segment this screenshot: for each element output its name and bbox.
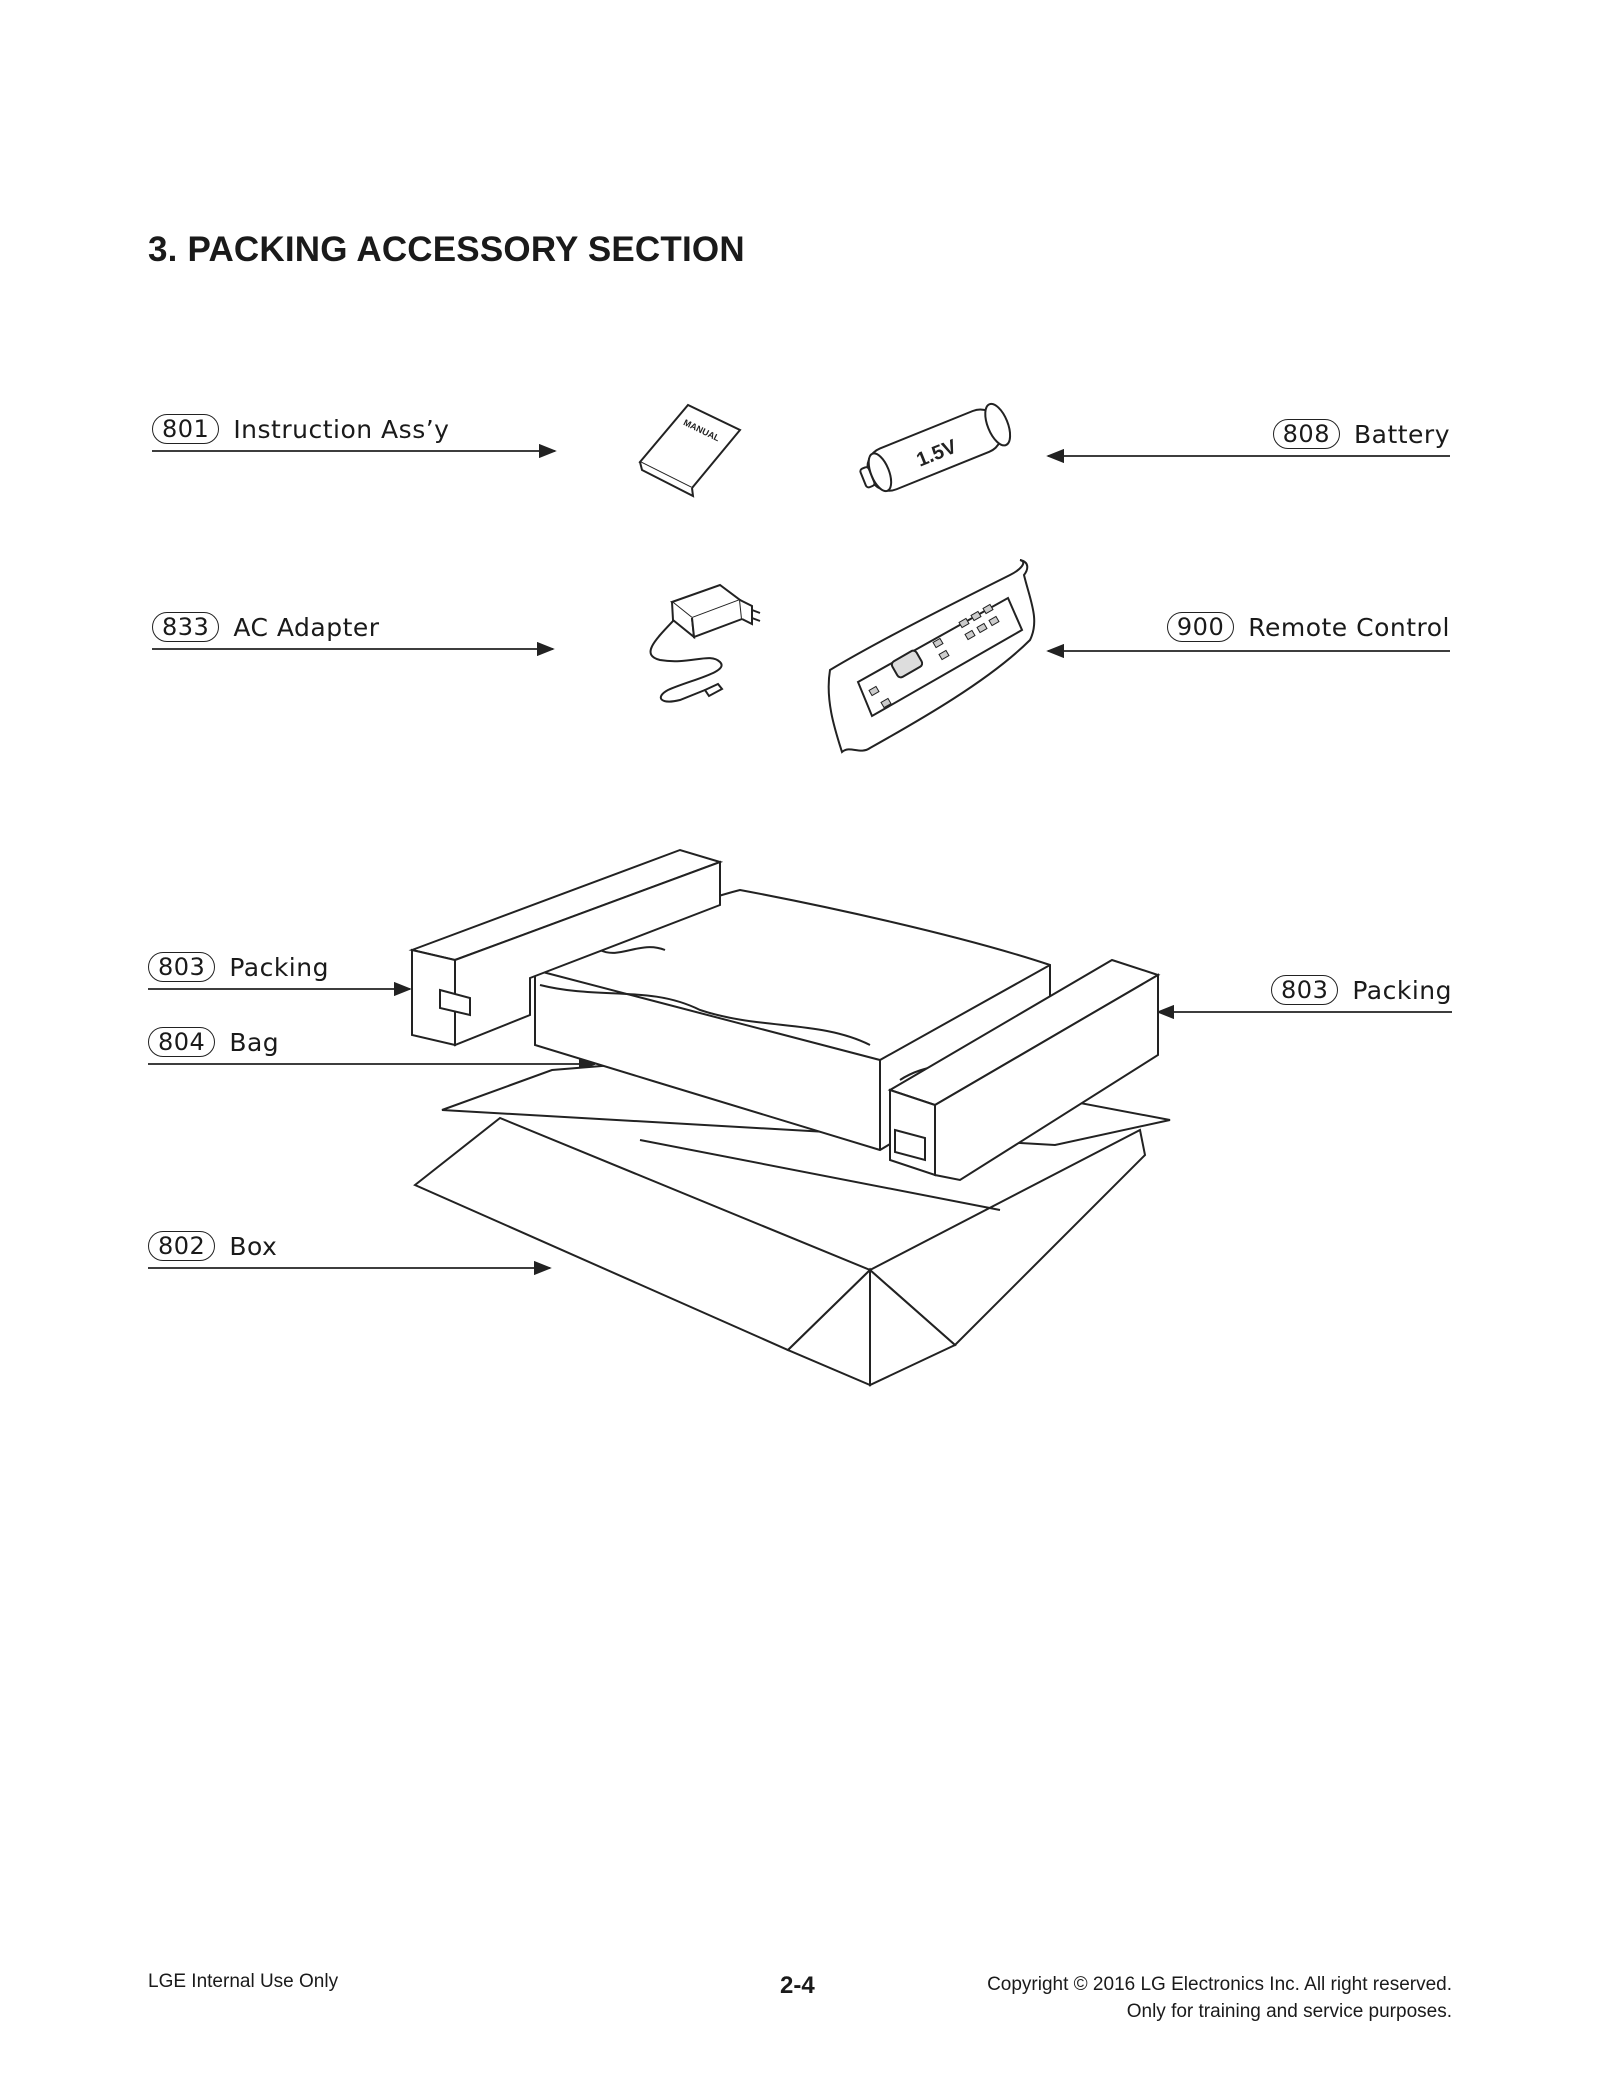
manual-illustration: MANUAL	[638, 403, 742, 498]
callout-number-900: 900	[1166, 612, 1235, 642]
callout-803-right: 803 Packing	[1271, 975, 1452, 1005]
footer-copyright: Copyright © 2016 LG Electronics Inc. All…	[987, 1974, 1452, 1995]
callout-804: 804 Bag	[148, 1027, 279, 1057]
callout-803-left: 803 Packing	[148, 952, 329, 982]
ac-adapter-illustration	[649, 583, 761, 703]
footer-internal-use: LGE Internal Use Only	[148, 1971, 339, 1992]
battery-illustration: 1.5V	[859, 402, 1012, 493]
callout-label-instruction: Instruction Ass’y	[233, 414, 450, 444]
callout-833: 833 AC Adapter	[152, 612, 380, 642]
callout-number-833: 833	[152, 612, 220, 642]
callout-label-packing-right: Packing	[1352, 975, 1452, 1005]
callout-label-box: Box	[229, 1231, 278, 1261]
callout-808: 808 Battery	[1272, 419, 1450, 449]
callout-label-ac-adapter: AC Adapter	[233, 612, 380, 642]
callout-label-bag: Bag	[229, 1027, 280, 1057]
callout-number-803-right: 803	[1271, 975, 1339, 1005]
left-packing-illustration	[408, 848, 724, 1047]
callout-number-801: 801	[152, 414, 220, 444]
callout-900: 900 Remote Control	[1166, 612, 1450, 642]
callout-802: 802 Box	[148, 1231, 277, 1261]
callout-label-packing-left: Packing	[229, 952, 329, 982]
callout-801: 801 Instruction Ass’y	[152, 414, 449, 444]
callout-number-804: 804	[148, 1027, 216, 1057]
footer-copyright-block: Copyright © 2016 LG Electronics Inc. All…	[987, 1971, 1452, 2025]
right-packing-illustration	[887, 958, 1161, 1182]
callout-label-battery: Battery	[1353, 419, 1450, 449]
section-title: 3. PACKING ACCESSORY SECTION	[148, 230, 745, 269]
callout-number-808: 808	[1272, 419, 1340, 449]
page-number: 2-4	[780, 1972, 815, 1999]
footer-purpose: Only for training and service purposes.	[1126, 2001, 1452, 2022]
callout-label-remote-control: Remote Control	[1248, 612, 1450, 642]
callout-number-802: 802	[148, 1231, 216, 1261]
callout-number-803-left: 803	[148, 952, 216, 982]
remote-control-illustration	[827, 559, 1036, 754]
